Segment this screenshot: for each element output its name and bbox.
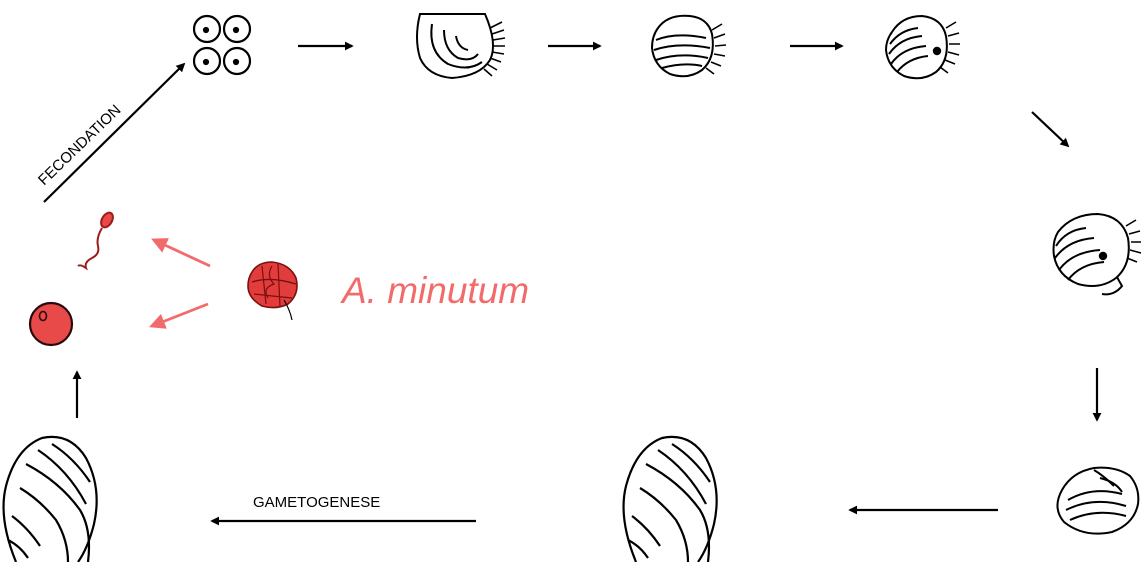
dinoflagellate-icon (247, 261, 298, 321)
adult-mussel-icon (2, 435, 98, 562)
spat-icon (1056, 466, 1140, 535)
umbo-larva-icon (650, 14, 727, 78)
adult-mussel-icon (622, 435, 718, 562)
eyed-larva-icon (884, 14, 960, 80)
sperm-cell-icon (77, 211, 114, 271)
pediveliger-icon (1052, 212, 1142, 296)
d-larva-icon (416, 13, 506, 80)
egg-cell-icon (28, 301, 74, 347)
fecondation-arrow (43, 62, 186, 203)
species-label: A. minutum (340, 270, 529, 311)
four-cell-embryo-icon (192, 14, 252, 76)
gametogenese-label: GAMETOGENESE (253, 494, 380, 511)
toxin-arrow-sperm (151, 238, 211, 268)
cycle-arrow (1031, 111, 1070, 148)
toxin-arrow-egg (149, 302, 209, 329)
fecondation-label: FECONDATION (35, 102, 125, 189)
